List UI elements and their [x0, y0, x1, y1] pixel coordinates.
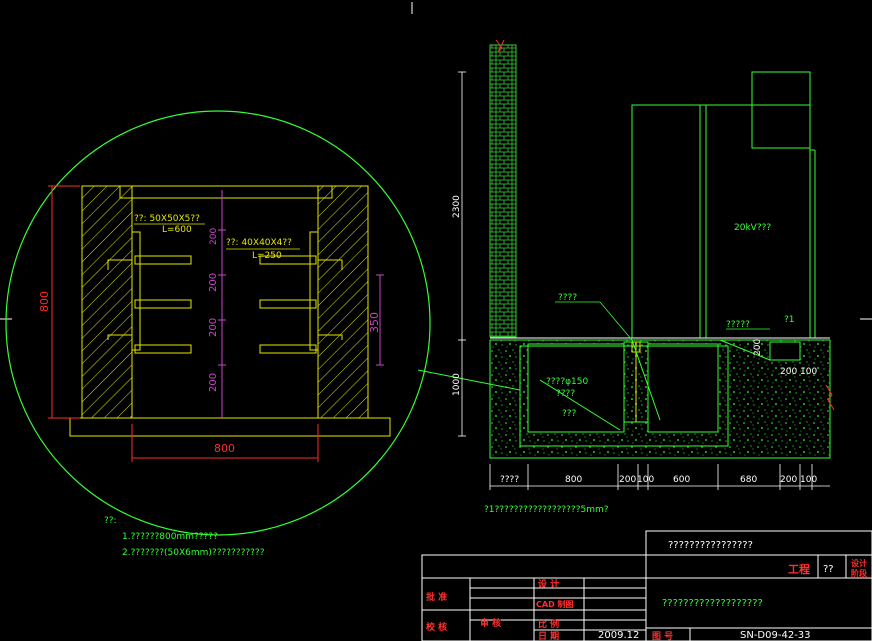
section-view: 20kV??? 2300 1000 ???? [452, 39, 835, 515]
col-label-cad: CAD 制图 [536, 599, 574, 609]
left-wall-hatch [81, 185, 133, 419]
dim-bottom-4: 600 [673, 475, 690, 485]
col-label-design: 设 计 [538, 578, 559, 590]
row-label-approve: 批 准 [426, 591, 447, 603]
row-label-review: 审 核 [480, 617, 501, 629]
general-notes: ??: 1.??????800mm????? 2.???????(50X6mm)… [104, 516, 265, 558]
dim-spacing-1: 200 [209, 228, 219, 245]
title-block: ???????????????? 工程 ?? 设计 阶段 ???????????… [421, 530, 872, 641]
dim-bottom-1: 800 [565, 475, 582, 485]
label-l600: L=600 [162, 225, 192, 235]
note-under-section: ?1??????????????????5mm? [484, 505, 609, 515]
dim-200-b: 200 [780, 367, 797, 377]
notes-title: ??: [104, 516, 117, 526]
detail-view: 200 200 200 200 350 800 800 ??: 50X50X5?… [5, 110, 521, 536]
date-value: 2009.12 [598, 630, 639, 641]
tuhao-label: 图 号 [652, 631, 673, 641]
design-stage: 设计 [851, 558, 867, 568]
detail-circle [5, 110, 431, 536]
drawing-title: ??????????????????? [662, 598, 763, 609]
col-label-scale: 比 例 [538, 618, 559, 630]
dim-200-a: 200 [753, 339, 763, 356]
dim-350: 350 [368, 312, 381, 333]
dim-height-800: 800 [38, 291, 51, 312]
label-angle-50: ??: 50X50X5?? [134, 214, 200, 224]
dim-spacing-3: 200 [208, 318, 219, 337]
dim-spacing-2: 200 [208, 273, 219, 292]
dim-1000: 1000 [452, 373, 462, 396]
dim-bottom-5: 680 [740, 475, 757, 485]
dim-100: 100 [800, 367, 817, 377]
dim-spacing-4: 200 [208, 373, 219, 392]
dim-bottom-3: 100 [637, 475, 654, 485]
dim-2300: 2300 [452, 195, 462, 218]
label-section-4: ????? [726, 320, 750, 330]
label-pipe2: ???? [556, 389, 575, 399]
dim-width-800: 800 [214, 442, 235, 455]
label-section-1: ???? [558, 293, 577, 303]
col-label-date: 日 期 [538, 630, 559, 641]
label-l250: L=250 [252, 251, 282, 261]
notes-line-2: 2.???????(50X6mm)??????????? [122, 548, 265, 558]
brick-wall [489, 44, 517, 338]
label-angle-40: ??: 40X40X4?? [226, 238, 292, 248]
gongcheng-label: 工程 [788, 562, 810, 576]
design-stage-2: 阶段 [851, 568, 867, 578]
row-label-check: 校 核 [426, 621, 447, 633]
dim-bottom-0: ???? [500, 475, 519, 485]
stage-qq: ?? [823, 564, 834, 575]
cabinet-body [631, 104, 811, 339]
dim-bottom-7: 100 [800, 475, 817, 485]
label-section-3: ??? [562, 409, 577, 419]
label-cabinet: 20kV??? [734, 223, 771, 233]
label-pipe: ????φ150 [546, 377, 588, 387]
notes-line-1: 1.??????800mm????? [122, 532, 218, 542]
drawing-number: SN-D09-42-33 [740, 630, 811, 641]
label-section-5: ?1 [784, 315, 795, 325]
base-slab [69, 417, 391, 437]
dim-bottom-2: 200 [619, 475, 636, 485]
right-wall-hatch [317, 185, 369, 419]
dim-bottom-6: 200 [780, 475, 797, 485]
project-name: ???????????????? [668, 540, 753, 551]
